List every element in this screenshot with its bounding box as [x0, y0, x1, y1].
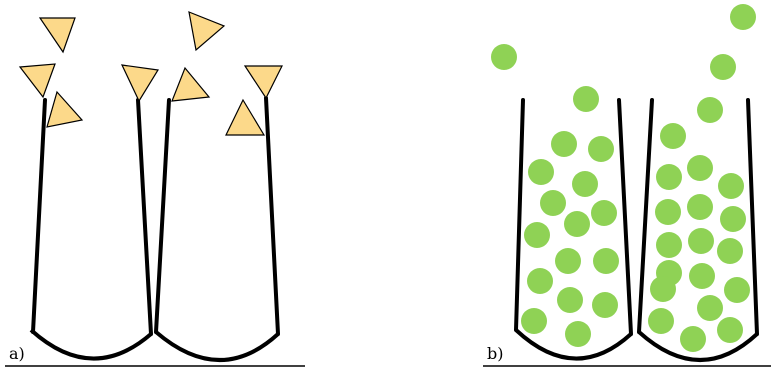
ball-particle-icon [551, 131, 577, 157]
ball-particle-icon [656, 232, 682, 258]
ball-particle-icon [591, 200, 617, 226]
ball-particle-icon [573, 86, 599, 112]
ball-particle-icon [588, 136, 614, 162]
ball-particle-icon [655, 199, 681, 225]
ball-particle-icon [572, 171, 598, 197]
ball-particle-icon [660, 123, 686, 149]
panel-a: a) [5, 12, 305, 366]
panel-a-label: a) [9, 344, 25, 363]
panel-b-label: b) [487, 344, 503, 363]
ball-particle-icon [650, 276, 676, 302]
left-tube-left-wall [516, 100, 523, 330]
ball-particle-icon [710, 54, 736, 80]
ball-particle-icon [555, 248, 581, 274]
right-tube-right-wall [748, 100, 757, 334]
ball-particle-icon [680, 326, 706, 352]
left-container-bottom [31, 330, 151, 359]
ball-particle-icon [718, 173, 744, 199]
right-container-right-wall [266, 98, 278, 334]
ball-particle-icon [697, 97, 723, 123]
ball-particle-icon [524, 222, 550, 248]
ball-particle-icon [689, 263, 715, 289]
right-container-bottom [156, 332, 278, 360]
ball-particle-icon [687, 194, 713, 220]
triangle-particle-icon [47, 92, 82, 127]
ball-particle-icon [593, 248, 619, 274]
ball-particle-icon [720, 206, 746, 232]
ball-particle-icon [565, 321, 591, 347]
left-container-right-wall [138, 100, 151, 334]
ball-particle-icon [730, 4, 756, 30]
ball-particle-icon [557, 287, 583, 313]
right-tube-left-wall [639, 100, 652, 332]
ball-particle-icon [491, 44, 517, 70]
ball-particle-icon [717, 317, 743, 343]
ball-particle-icon [540, 190, 566, 216]
triangle-particle-icon [172, 68, 209, 101]
ball-particle-icon [688, 228, 714, 254]
ball-particle-icon [687, 155, 713, 181]
left-tube-right-wall [619, 100, 631, 334]
triangle-particle-icon [189, 12, 224, 50]
triangle-particle-icon [122, 65, 158, 101]
right-container-left-wall [156, 100, 169, 332]
left-container-left-wall [33, 100, 45, 332]
triangle-particle-icon [40, 18, 75, 52]
ball-particle-icon [592, 292, 618, 318]
ball-particle-icon [527, 268, 553, 294]
ball-particle-icon [648, 308, 674, 334]
triangle-particles [20, 12, 282, 135]
ball-particle-icon [656, 164, 682, 190]
triangle-particle-icon [226, 100, 264, 135]
triangle-particle-icon [20, 64, 55, 97]
ball-particle-icon [717, 238, 743, 264]
ball-particle-icon [564, 211, 590, 237]
ball-particle-icon [521, 308, 547, 334]
ball-particle-icon [528, 159, 554, 185]
ball-particle-icon [697, 295, 723, 321]
ball-particle-icon [724, 277, 750, 303]
panel-b: b) [483, 4, 771, 366]
triangle-particle-icon [245, 66, 282, 98]
